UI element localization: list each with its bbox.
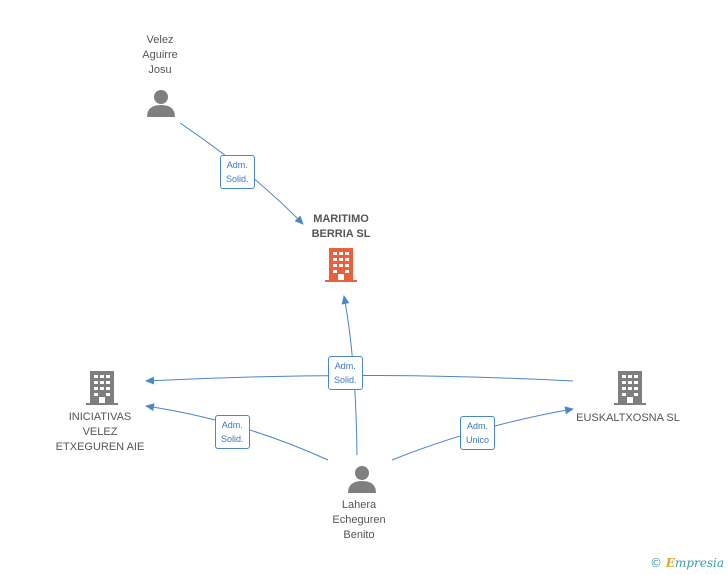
node-label-iniciativas: INICIATIVAS VELEZ ETXEGUREN AIE xyxy=(55,411,145,453)
node-label-euskaltxosna: EUSKALTXOSNA SL xyxy=(576,412,680,424)
edge-label-lahera-euskaltxosna[interactable]: Adm. Unico xyxy=(460,416,496,450)
person-icon[interactable] xyxy=(146,88,176,118)
building-icon[interactable] xyxy=(614,371,646,405)
edge-label-lahera-center[interactable]: Adm. Solid. xyxy=(328,356,363,390)
brand-initial: E xyxy=(665,556,675,570)
node-label-maritimo: MARITIMO BERRIA SL xyxy=(311,213,371,240)
person-icon[interactable] xyxy=(347,464,377,494)
building-icon-highlight[interactable] xyxy=(325,248,357,282)
node-label-lahera: Lahera Echeguren Benito xyxy=(332,499,386,541)
copyright-icon: © xyxy=(649,556,662,570)
brand-name: mpresia xyxy=(674,556,724,570)
building-icon[interactable] xyxy=(86,371,118,405)
node-label-velez: Velez Aguirre Josu xyxy=(142,34,178,76)
edge-label-velez-maritimo[interactable]: Adm. Solid. xyxy=(220,155,255,189)
brand-logo: © Empresia xyxy=(650,556,724,570)
edge-label-lahera-iniciativas[interactable]: Adm. Solid. xyxy=(215,415,250,449)
